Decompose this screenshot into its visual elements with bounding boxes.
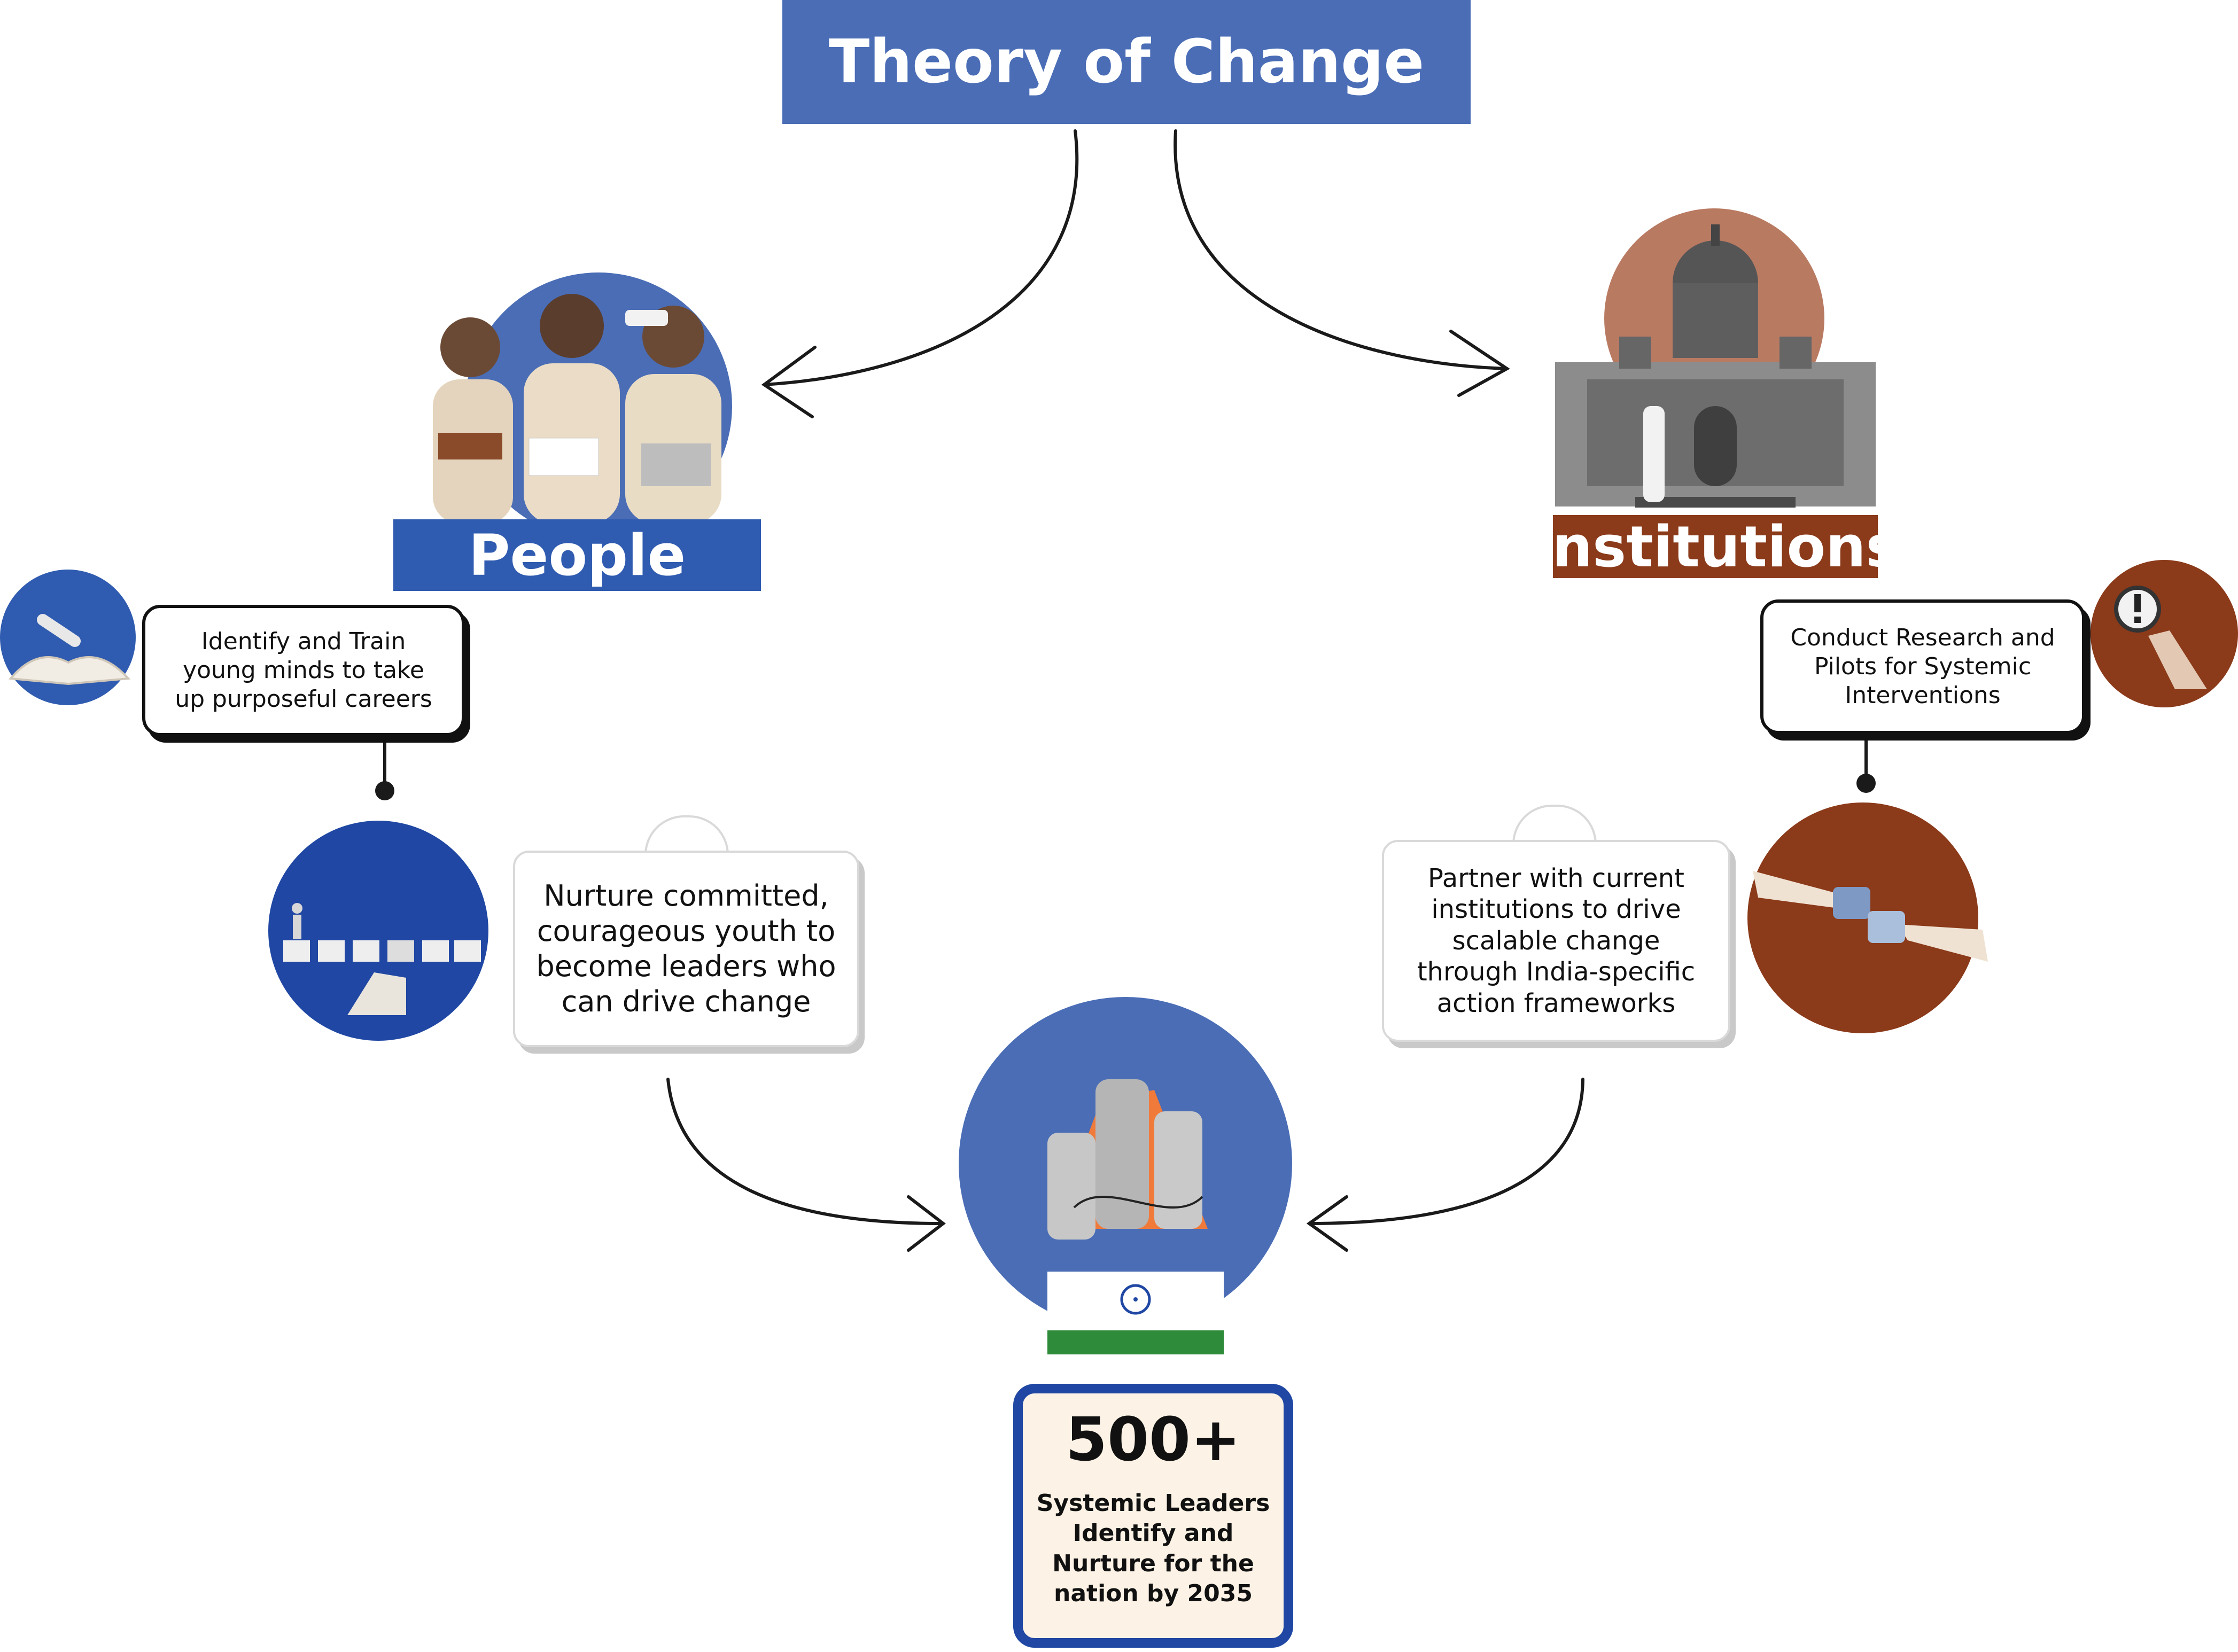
raised-fists-icon xyxy=(1047,1079,1208,1240)
arrowhead-outcome-left xyxy=(907,1195,946,1252)
arrowhead-outcome-right xyxy=(1306,1195,1348,1252)
note-identify-text: Identify and Train young minds to take u… xyxy=(175,628,432,713)
arrow-title-to-people xyxy=(763,129,1079,386)
magnifier-icon xyxy=(2114,586,2207,689)
arrow-partner-to-outcome xyxy=(1308,1078,1584,1225)
arrow-nurture-to-outcome xyxy=(666,1078,942,1225)
outcome-box: 500+ Systemic Leaders Identify and Nurtu… xyxy=(1013,1384,1293,1648)
arrowhead-institutions xyxy=(1449,330,1510,397)
arrow-title-to-institutions xyxy=(1174,129,1509,370)
open-book-icon xyxy=(9,614,131,685)
title-banner: Theory of Change xyxy=(782,0,1471,124)
arrowhead-people xyxy=(761,346,817,418)
stepping-blocks-icon xyxy=(283,903,481,1015)
people-label: People xyxy=(468,522,686,588)
note-research-text: Conduct Research and Pilots for Systemic… xyxy=(1790,624,2055,709)
institutions-label: Institutions xyxy=(1531,513,1900,580)
note-partner: Partner with current institutions to dri… xyxy=(1382,840,1730,1042)
note-research: Conduct Research and Pilots for Systemic… xyxy=(1760,599,2085,734)
people-label-bar: People xyxy=(393,519,761,591)
connector-dot-left xyxy=(375,781,394,800)
note-partner-text: Partner with current institutions to dri… xyxy=(1417,863,1696,1018)
outcome-number: 500+ xyxy=(1066,1405,1241,1475)
puzzle-handshake-icon xyxy=(1753,871,1988,962)
connector-dot-right xyxy=(1856,774,1876,793)
note-identify-train: Identify and Train young minds to take u… xyxy=(142,605,465,736)
outcome-text: Systemic Leaders Identify and Nurture fo… xyxy=(1036,1490,1270,1607)
parliament-building-icon xyxy=(1555,224,1876,508)
people-photo-icon xyxy=(433,294,721,524)
institutions-label-bar: Institutions xyxy=(1531,514,1900,580)
note-nurture: Nurture committed, courageous youth to b… xyxy=(513,851,859,1047)
india-flag-icon xyxy=(1047,1272,1224,1354)
note-nurture-text: Nurture committed, courageous youth to b… xyxy=(536,879,836,1018)
page-title: Theory of Change xyxy=(828,27,1425,97)
